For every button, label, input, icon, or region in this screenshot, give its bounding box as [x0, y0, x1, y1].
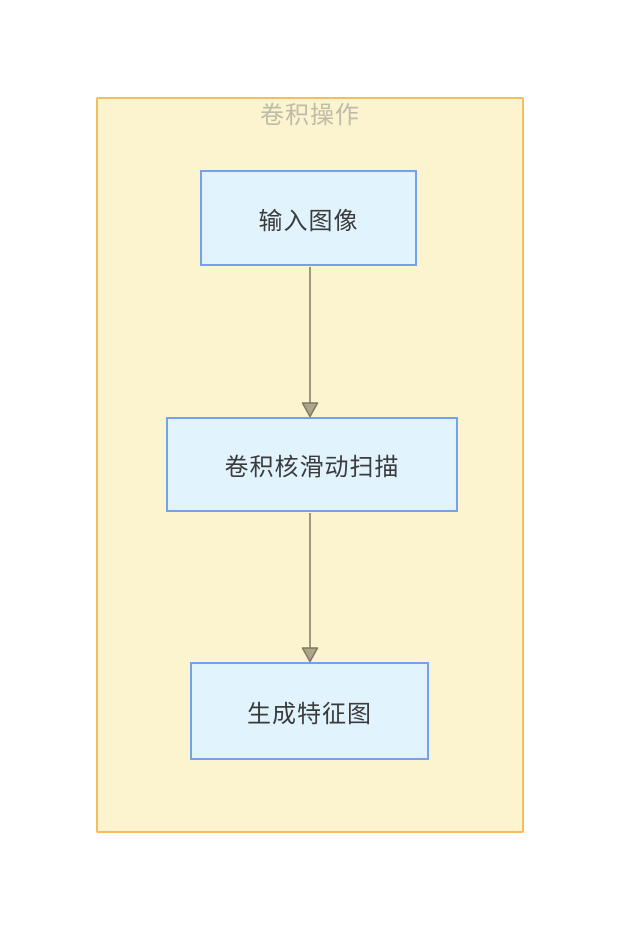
node-input-image-label: 输入图像	[258, 207, 359, 235]
node-kernel-sliding-scan: 卷积核滑动扫描	[166, 417, 458, 512]
group-title: 卷积操作	[260, 102, 360, 129]
node-input-image: 输入图像	[200, 170, 417, 266]
node-generate-feature-map-label: 生成特征图	[247, 700, 372, 728]
node-kernel-sliding-scan-label: 卷积核滑动扫描	[224, 454, 400, 481]
node-generate-feature-map: 生成特征图	[190, 662, 429, 760]
